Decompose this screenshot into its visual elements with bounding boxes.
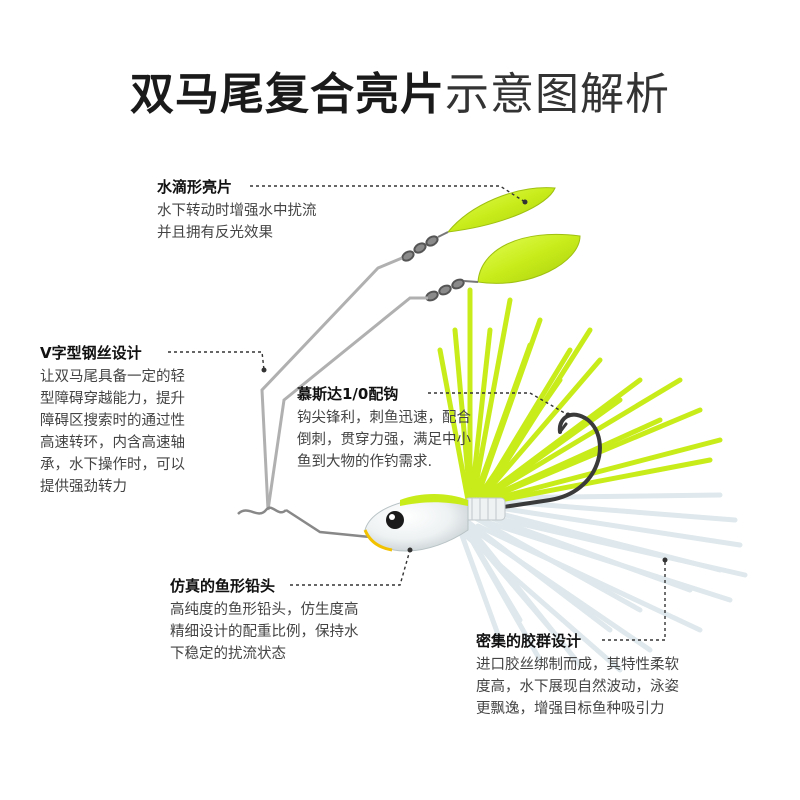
leader-skirt [602, 560, 666, 641]
callout-hook-body: 钩尖锋利，刺鱼迅速，配合 倒刺，贯穿力强，满足中小 鱼到大物的作钓需求. [297, 407, 471, 473]
callout-wire-line: 障碍区搜索时的通过性 [40, 413, 185, 429]
callout-head-line: 下稳定的扰流状态 [170, 646, 286, 662]
leader-hook [428, 392, 569, 416]
title-bold: 双马尾复合亮片 [130, 69, 445, 120]
callout-skirt-body: 进口胶丝绑制而成，其特性柔软 度高，水下展现自然波动，泳姿 更飘逸，增强目标鱼种… [476, 654, 679, 720]
blade-small [446, 187, 556, 233]
skirt-lime [437, 287, 723, 505]
callout-head-line: 精细设计的配重比例，保持水 [170, 624, 359, 640]
callout-skirt-line: 更飘逸，增强目标鱼种吸引力 [476, 701, 665, 717]
line-tie [237, 506, 381, 540]
callout-wire-line: 让双马尾具备一定的轻 [40, 369, 185, 385]
title-light: 示意图解析 [445, 69, 670, 120]
callout-wire-body: 让双马尾具备一定的轻 型障碍穿越能力，提升 障碍区搜索时的通过性 高速转环，内含… [40, 366, 185, 498]
callout-blade: 水滴形亮片 水下转动时增强水中扰流 并且拥有反光效果 [157, 176, 317, 244]
leader-wire [168, 351, 265, 371]
callout-hook-line: 倒刺，贯穿力强，满足中小 [297, 432, 471, 448]
dot-skirt [662, 557, 668, 563]
swivel-lower [425, 278, 479, 302]
callout-wire-line: 型障碍穿越能力，提升 [40, 391, 185, 407]
callout-head: 仿真的鱼形铅头 高纯度的鱼形铅头，仿生度高 精细设计的配重比例，保持水 下稳定的… [170, 575, 359, 665]
swivel-upper [401, 231, 449, 262]
callout-skirt-heading: 密集的胶群设计 [476, 632, 582, 650]
callout-blade-line: 水下转动时增强水中扰流 [157, 203, 317, 219]
dot-wire [261, 367, 267, 373]
callout-head-heading: 仿真的鱼形铅头 [170, 577, 276, 595]
callout-hook-line: 鱼到大物的作钓需求. [297, 454, 433, 470]
blade-large [477, 233, 581, 284]
callout-blade-line: 并且拥有反光效果 [157, 225, 273, 241]
callout-wire-line: 提供强劲转力 [40, 479, 127, 495]
callout-hook-line: 钩尖锋利，刺鱼迅速，配合 [297, 410, 471, 426]
callout-wire-line: 高速转环，内含高速轴 [40, 435, 185, 451]
callout-skirt-line: 度高，水下展现自然波动，泳姿 [476, 679, 679, 695]
callout-hook: 慕斯达1/0配钩 钩尖锋利，刺鱼迅速，配合 倒刺，贯穿力强，满足中小 鱼到大物的… [297, 383, 471, 473]
hook [468, 412, 602, 514]
callout-skirt: 密集的胶群设计 进口胶丝绑制而成，其特性柔软 度高，水下展现自然波动，泳姿 更飘… [476, 630, 679, 720]
callout-wire-line: 承，水下操作时，可以 [40, 457, 185, 473]
dot-blade [522, 199, 528, 205]
dot-head [407, 547, 413, 553]
callout-head-body: 高纯度的鱼形铅头，仿生度高 精细设计的配重比例，保持水 下稳定的扰流状态 [170, 599, 359, 665]
callout-blade-body: 水下转动时增强水中扰流 并且拥有反光效果 [157, 200, 317, 244]
lead-head [363, 494, 469, 552]
callout-skirt-line: 进口胶丝绑制而成，其特性柔软 [476, 657, 679, 673]
callout-wire-heading: V字型钢丝设计 [40, 344, 142, 362]
callout-leader-dots [261, 199, 668, 563]
lead-head-eye [386, 511, 404, 529]
page-title: 双马尾复合亮片示意图解析 [0, 58, 800, 122]
leader-head [290, 549, 411, 586]
callout-leaders [168, 185, 666, 641]
callout-wire: V字型钢丝设计 让双马尾具备一定的轻 型障碍穿越能力，提升 障碍区搜索时的通过性… [40, 342, 185, 498]
callout-hook-heading: 慕斯达1/0配钩 [297, 385, 399, 403]
callout-head-line: 高纯度的鱼形铅头，仿生度高 [170, 602, 359, 618]
v-wire [260, 256, 428, 511]
dot-hook [565, 412, 571, 418]
skirt-white [457, 492, 748, 673]
callout-blade-heading: 水滴形亮片 [157, 178, 233, 196]
skirt-collar [464, 497, 506, 521]
